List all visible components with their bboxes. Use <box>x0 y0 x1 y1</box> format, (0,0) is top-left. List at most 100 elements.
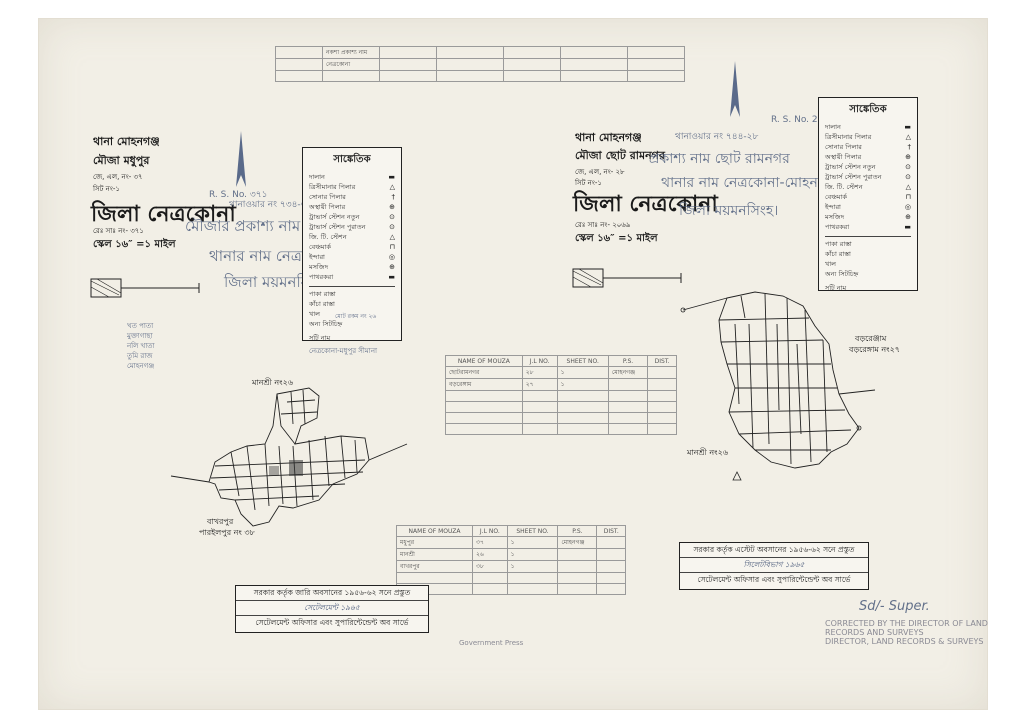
legend-label: ত্রিসীমানার পিলার <box>309 183 356 191</box>
table-cell <box>557 548 598 561</box>
box-line: সেটেলমেন্ট ১৯৬৫ <box>236 601 428 616</box>
handwritten-line: তুমি রাজ <box>127 352 153 360</box>
legend-sheet-label: সটি নাম <box>825 284 847 292</box>
mosque-icon: ⊕ <box>905 213 911 221</box>
table-cell: ২৮ <box>521 366 558 379</box>
legend-label: ত্রিসীমানার পিলার <box>825 133 872 141</box>
right-district-name: জিলা ময়মনসিংহ। <box>679 203 779 219</box>
legend-road-row: অন্য সিটচিহ্ন <box>309 320 343 328</box>
table-row: মানশ্রী ২৬ ১ <box>395 548 626 561</box>
table-cell: ৩৭ <box>472 536 508 549</box>
table-header: DIST. <box>647 355 677 367</box>
table-cell: মানশ্রী <box>395 548 474 561</box>
temp-pillar-icon: ⊕ <box>905 153 911 161</box>
ledger-cell <box>379 46 437 59</box>
legend-road-row: খাল <box>309 310 320 318</box>
legend-row: জি. টি. স্টেশন△ <box>309 232 395 242</box>
ledger-cell <box>560 46 628 59</box>
right-thana: থানা মোহনগঞ্জ <box>575 131 642 144</box>
table-cell <box>647 366 677 379</box>
legend-row: অস্থায়ী পিলার ⊕ <box>309 202 395 212</box>
table-cell: ৩৮ <box>472 560 508 573</box>
tri-junction-icon: △ <box>905 133 911 141</box>
legend-label: পাথরকরা <box>825 223 850 231</box>
table-header: SHEET NO. <box>506 525 559 537</box>
left-note-right: মোট রকম নং ২৬ <box>335 313 377 320</box>
box-line: সেটেলমেন্ট অফিসার এবং সুপারিন্টেন্ডেন্ট … <box>255 618 409 627</box>
legend-label: অস্থায়ী পিলার <box>825 153 862 161</box>
traverse-new-icon: ⊙ <box>389 213 395 221</box>
legend-label: অস্থায়ী পিলার <box>309 203 346 211</box>
mouza-table-right: NAME OF MOUZA J.L NO. SHEET NO. P.S. DIS… <box>445 355 677 435</box>
table-cell: বাখরপুর <box>395 560 474 573</box>
ledger-cell <box>503 58 561 71</box>
ledger-cell <box>503 70 561 82</box>
legend-row: ইন্দারা◎ <box>309 252 395 262</box>
left-scale-bar <box>90 278 200 298</box>
benchmark-icon: ⊓ <box>905 193 911 201</box>
ledger-cell <box>627 46 685 59</box>
left-mouza: মৌজা মধুপুর <box>93 154 150 167</box>
gt-station-icon: △ <box>905 183 911 191</box>
right-thana-name: থানার নাম নেত্রকোনা-মোহনগঞ্জ <box>661 175 839 191</box>
table-header: J.L NO. <box>521 355 558 367</box>
legend-label: ইন্দারা <box>825 203 841 211</box>
legend-label: বেঞ্চমার্ক <box>825 193 847 201</box>
table-cell: ১ <box>506 536 559 549</box>
handwritten-line: মোহনগঞ্জ <box>127 362 155 370</box>
stone-icon: ▬ <box>904 223 911 231</box>
ledger-cell <box>379 70 437 82</box>
legend-label: মসজিদ <box>309 263 328 271</box>
right-mouza-map <box>680 291 876 481</box>
left-neighbor-bottom2: পারইলপুর নং ৩৮ <box>199 528 255 537</box>
handwritten-line: মুক্তাগাছা <box>127 332 153 340</box>
ledger-cell <box>436 58 504 71</box>
legend-title: সাঙ্কেতিক <box>333 154 371 165</box>
legend-label: সোনার পিলার <box>825 143 862 151</box>
ledger-cell <box>436 70 504 82</box>
legend-label: ট্রাভার্স স্টেশন নতুন <box>825 163 876 171</box>
legend-title: সাঙ্কেতিক <box>849 104 887 115</box>
table-header: J.L NO. <box>472 525 508 537</box>
right-sheet-no: সিট নং-১ <box>575 179 602 187</box>
table-header: P.S. <box>557 525 598 537</box>
right-jl-no: জে, এল, নং- ২৮ <box>575 168 625 176</box>
table-cell: মোহনগঞ্জ <box>607 366 649 379</box>
box-line: সিলেটবিভাগ ১৯৬৫ <box>680 558 868 573</box>
legend-row: ট্রাভার্স স্টেশন নতুন⊙ <box>825 162 911 172</box>
legend-row: পাথরকরা▬ <box>309 272 395 282</box>
table-row <box>445 401 677 413</box>
table-cell <box>596 548 626 561</box>
table-cell: ছোটরামনগর <box>445 366 523 379</box>
legend-row: মসজিদ⊕ <box>309 262 395 272</box>
legend-road-title: পাকা রাস্তা <box>309 290 336 298</box>
left-mouza-map <box>170 387 408 527</box>
handwritten-line: নলি খাতা <box>127 342 155 350</box>
stamp-line: CORRECTED BY THE DIRECTOR OF LAND <box>825 619 988 628</box>
left-thana-wara: থানাওয়ার নং ৭৩৪-৩৭ <box>229 200 313 210</box>
ledger-cell <box>627 70 685 82</box>
table-row <box>395 572 626 584</box>
ledger-cell <box>275 46 323 59</box>
table-row <box>445 412 677 424</box>
legend-label: মসজিদ <box>825 213 844 221</box>
legend-row: পাথরকরা ▬ <box>825 222 911 232</box>
table-header: P.S. <box>607 355 649 367</box>
gt-station-icon: △ <box>389 233 395 241</box>
right-legend: সাঙ্কেতিক দালান▬ ত্রিসীমানার পিলার△ সোনা… <box>818 97 918 292</box>
legend-row: ইন্দারা ◎ <box>825 202 911 212</box>
left-handwritten-notes: খত পাতা মুক্তাগাছা নলি খাতা তুমি রাজ মোহ… <box>127 321 155 371</box>
temp-pillar-icon: ⊕ <box>389 203 395 211</box>
pillar-icon: † <box>907 143 912 151</box>
left-rs-no: R. S. No. ৩৭১ <box>209 190 268 200</box>
traverse-old-icon: ⊙ <box>905 173 911 181</box>
table-row: বাখরপুর ৩৮ ১ <box>395 560 626 573</box>
right-thana-wara: থানাওয়ার নং ৭৪৪-২৮ <box>675 132 759 142</box>
legend-row: জি. টি. স্টেশন△ <box>825 182 911 192</box>
table-cell <box>557 560 598 573</box>
table-cell: ১ <box>556 366 609 379</box>
well-icon: ◎ <box>904 203 911 211</box>
table-cell: ১ <box>506 548 559 561</box>
table-cell: ২৬ <box>472 548 508 561</box>
box-line: সরকার কর্তৃক জারি অবসানের ১৯৫৬-৬২ সনে প্… <box>236 586 428 601</box>
